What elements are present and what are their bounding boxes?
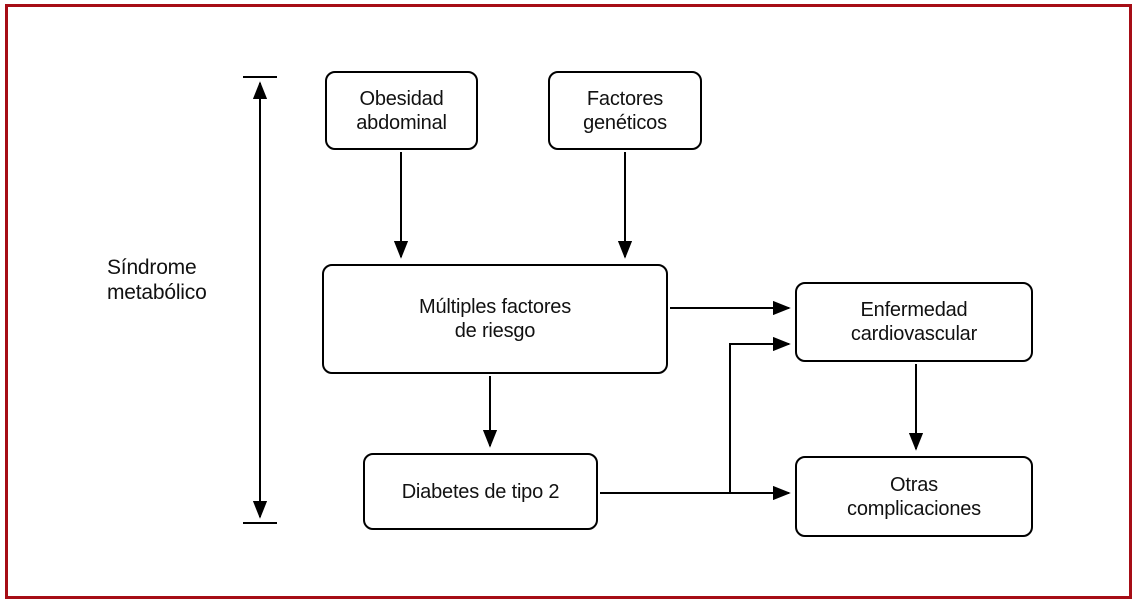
node-factores-geneticos: Factores genéticos [548, 71, 702, 150]
node-otras-complicaciones: Otras complicaciones [795, 456, 1033, 537]
bracket-label: Síndrome metabólico [107, 256, 207, 304]
node-factores-geneticos-label: Factores genéticos [583, 87, 667, 134]
node-diabetes-tipo-2-label: Diabetes de tipo 2 [401, 480, 560, 503]
node-otras-complicaciones-label: Otras complicaciones [847, 473, 981, 520]
node-multiples-factores-riesgo-label: Múltiples factores de riesgo [418, 296, 571, 342]
node-multiples-factores-riesgo: Múltiples factores de riesgo [322, 264, 668, 374]
node-obesidad-abdominal-label: Obesidad abdominal [356, 87, 447, 134]
node-diabetes-tipo-2: Diabetes de tipo 2 [363, 453, 598, 530]
figure-frame [5, 4, 1132, 599]
node-enfermedad-cardiovascular: Enfermedad cardiovascular [795, 282, 1033, 362]
node-obesidad-abdominal: Obesidad abdominal [325, 71, 478, 150]
node-enfermedad-cardiovascular-label: Enfermedad cardiovascular [850, 299, 978, 345]
